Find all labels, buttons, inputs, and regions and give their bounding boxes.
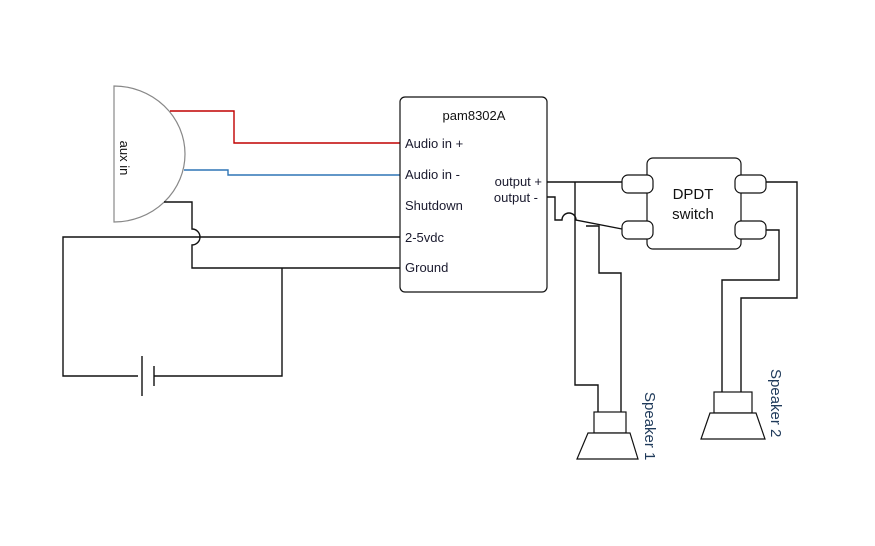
switch-label-line1: DPDT (673, 186, 714, 203)
speaker-1-magnet (593, 411, 627, 434)
aux-in-shape (113, 85, 186, 223)
speaker-2: Speaker 2 (700, 369, 784, 440)
vdc-wire (62, 236, 400, 377)
battery-return-wire (154, 268, 283, 377)
speaker-1-label: Speaker 1 (641, 392, 658, 460)
pin-shutdown: Shutdown (405, 198, 463, 213)
dpdt-switch: DPDT switch (621, 157, 767, 250)
speaker2-wire-a (740, 181, 798, 392)
switch-body (646, 157, 742, 250)
switch-terminal-right-top (734, 174, 767, 194)
switch-terminal-left-bottom (621, 220, 654, 240)
speaker2-wire-b (721, 229, 780, 392)
amplifier-box: pam8302A Audio in + Audio in - Shutdown … (399, 96, 548, 293)
speaker-1: Speaker 1 (576, 392, 658, 460)
pin-vdc: 2-5vdc (405, 230, 445, 245)
speaker-1-cone (576, 432, 639, 460)
pin-ground: Ground (405, 260, 448, 275)
speaker-2-label: Speaker 2 (767, 369, 784, 437)
audio-plus-wire (170, 110, 400, 144)
speaker-2-cone (700, 412, 766, 440)
aux-in-label: aux in (117, 141, 132, 176)
speaker1-wire-a (574, 182, 599, 412)
aux-in-connector: aux in (113, 85, 186, 223)
speaker1-wire-b (586, 225, 622, 412)
pin-audio-in-plus: Audio in + (405, 136, 463, 151)
ground-wire (164, 201, 400, 269)
switch-terminal-left-top (621, 174, 654, 194)
amplifier-body (399, 96, 548, 293)
battery (141, 356, 155, 396)
output-minus-wire (547, 196, 623, 230)
amplifier-title: pam8302A (443, 108, 506, 123)
switch-terminal-right-bottom (734, 220, 767, 240)
pin-output-minus: output - (494, 190, 538, 205)
switch-label-line2: switch (672, 206, 714, 223)
audio-minus-wire (184, 169, 400, 176)
pin-audio-in-minus: Audio in - (405, 167, 460, 182)
speaker-2-magnet (713, 391, 753, 414)
pin-output-plus: output + (495, 174, 542, 189)
